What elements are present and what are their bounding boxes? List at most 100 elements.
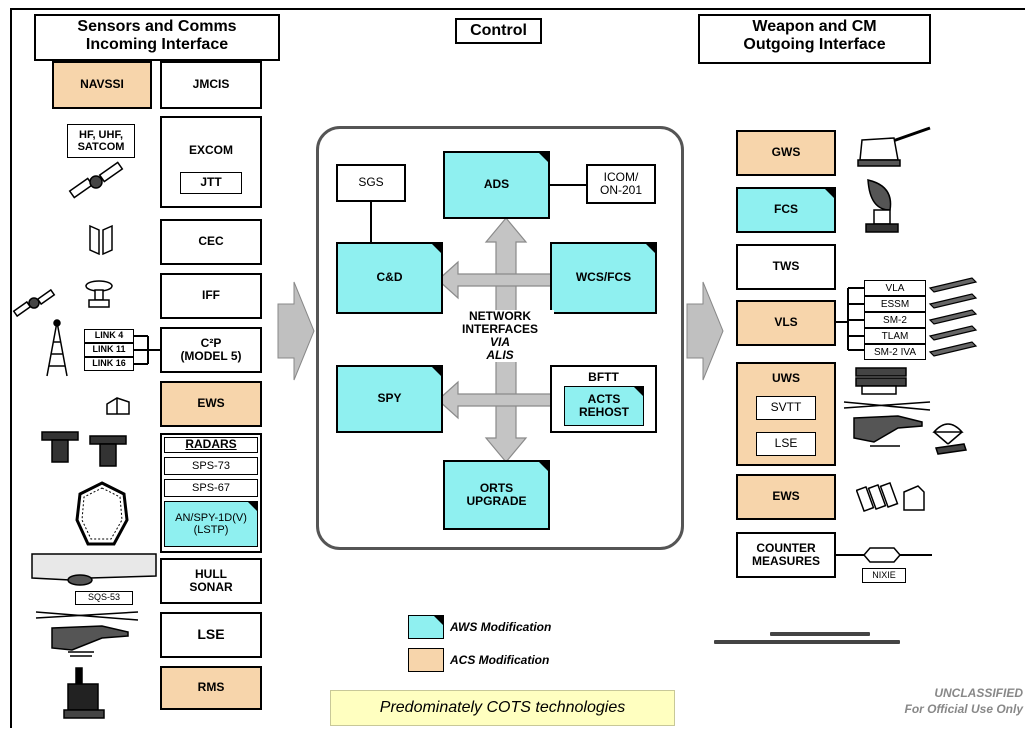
link-11-label: LINK 11: [92, 344, 126, 355]
nixie-icon: [863, 547, 901, 563]
tlam-label: TLAM: [881, 330, 909, 342]
acts-rehost-box: ACTS REHOST: [564, 386, 644, 426]
c2p-label-line2: (MODEL 5): [180, 349, 242, 363]
cots-banner: Predominately COTS technologies: [330, 690, 675, 726]
legend-aws-label: AWS Modification: [450, 620, 552, 634]
network-line1: NETWORK: [469, 309, 531, 323]
rms-label: RMS: [197, 680, 225, 695]
lse-left-label: LSE: [197, 626, 225, 643]
vla-box: VLA: [864, 280, 926, 296]
orts-label-line2: UPGRADE: [466, 494, 527, 508]
fire-control-radar-icon: [860, 176, 904, 234]
network-line3: VIA: [489, 334, 510, 349]
sps73-label: SPS-73: [192, 459, 230, 472]
navssi-label: NAVSSI: [80, 77, 124, 92]
header-sensors-comms: Sensors and Comms Incoming Interface: [34, 14, 280, 61]
wcs-fcs-box: WCS/FCS: [550, 242, 657, 314]
header-control: Control: [455, 18, 542, 44]
vls-label: VLS: [774, 315, 798, 330]
vls-box: VLS: [736, 300, 836, 346]
sm2-iva-box: SM-2 IVA: [864, 344, 926, 360]
anspy-label-line2: (LSTP): [193, 524, 229, 536]
uws-label: UWS: [772, 371, 800, 385]
counter-label-line1: COUNTER: [756, 540, 816, 555]
cd-label: C&D: [376, 270, 403, 285]
helicopter-icon: [32, 608, 142, 664]
document-reference-mark: [714, 632, 900, 644]
satellite-icon: [66, 160, 126, 205]
excom-label: EXCOM: [188, 143, 233, 157]
tws-box: TWS: [736, 244, 836, 290]
missiles-icon: [926, 274, 982, 364]
antenna-pair-icon: [88, 222, 114, 256]
classification-line1: UNCLASSIFIED: [934, 686, 1023, 700]
diagram-frame: [10, 8, 1025, 728]
spy-array-icon: [74, 480, 130, 548]
c2p-label-line1: C²P: [200, 335, 222, 350]
navssi-box: NAVSSI: [52, 61, 152, 109]
header-sensors-line2: Incoming Interface: [85, 36, 229, 54]
hull-sonar-box: HULL SONAR: [160, 558, 262, 604]
orts-label-line1: ORTS: [479, 480, 514, 495]
essm-box: ESSM: [864, 296, 926, 312]
acts-label-line1: ACTS: [587, 391, 621, 406]
header-control-label: Control: [470, 22, 527, 39]
jmcis-box: JMCIS: [160, 61, 262, 109]
header-weapon-line2: Outgoing Interface: [743, 36, 886, 54]
decoy-launcher-icon: [856, 478, 926, 518]
lse-right-label: LSE: [774, 436, 798, 451]
network-line4: ALIS: [486, 347, 514, 362]
radio-tower-icon: [44, 318, 70, 380]
network-line2: INTERFACES: [461, 321, 538, 336]
header-weapon-line1: Weapon and CM: [752, 18, 877, 35]
iff-box: IFF: [160, 273, 262, 319]
hull-sonar-line2: SONAR: [189, 580, 233, 594]
nixie-label: NIXIE: [872, 569, 896, 580]
header-sensors-line1: Sensors and Comms: [77, 18, 237, 35]
legend-acs-swatch: [408, 648, 444, 672]
icom-label-line1: ICOM/: [603, 169, 639, 184]
sm2-label: SM-2: [883, 314, 907, 326]
gws-box: GWS: [736, 130, 836, 176]
ews-sensor-icon: [104, 394, 132, 418]
tlam-box: TLAM: [864, 328, 926, 344]
anspy-box: AN/SPY-1D(V) (LSTP): [164, 501, 258, 547]
torpedo-launcher-icon: [852, 362, 916, 398]
sqs53-label: SQS-53: [87, 592, 120, 603]
link-16-label: LINK 16: [92, 358, 126, 369]
bftt-label: BFTT: [588, 370, 619, 384]
lse-left-box: LSE: [160, 612, 262, 658]
sps67-label: SPS-67: [192, 481, 230, 494]
c2p-box: C²P (MODEL 5): [160, 327, 262, 373]
flow-arrow-right: [686, 281, 724, 381]
iff-label: IFF: [202, 288, 220, 303]
ews-left-label: EWS: [197, 396, 225, 411]
fcs-box: FCS: [736, 187, 836, 233]
anspy-label-line1: AN/SPY-1D(V): [175, 511, 247, 524]
vls-connector: [836, 287, 866, 351]
gws-label: GWS: [771, 145, 801, 160]
counter-measures-box: COUNTER MEASURES: [736, 532, 836, 578]
orts-box: ORTS UPGRADE: [443, 460, 550, 530]
tws-label: TWS: [772, 259, 800, 274]
acts-label-line2: REHOST: [578, 405, 629, 419]
cots-text: Predominately COTS technologies: [379, 699, 626, 716]
icom-label-line2: ON-201: [599, 183, 643, 197]
link-4-label: LINK 4: [94, 330, 124, 341]
link-16-box: LINK 16: [84, 357, 134, 371]
link-4-box: LINK 4: [84, 329, 134, 343]
network-label: NETWORK INTERFACES VIA ALIS: [446, 310, 554, 362]
sqs53-box: SQS-53: [75, 591, 133, 605]
legend-aws-swatch: [408, 615, 444, 639]
hull-sonar-line1: HULL: [195, 566, 227, 581]
satellite-small-icon: [12, 284, 56, 324]
wcs-fcs-label: WCS/FCS: [575, 270, 632, 285]
spy-label: SPY: [377, 391, 402, 406]
fcs-label: FCS: [774, 202, 798, 217]
counter-label-line2: MEASURES: [751, 554, 820, 568]
cec-box: CEC: [160, 219, 262, 265]
link-11-box: LINK 11: [84, 343, 134, 357]
link-connector: [134, 335, 160, 365]
ads-icom-line: [550, 184, 586, 186]
hf-label-line1: HF, UHF,: [79, 128, 123, 141]
